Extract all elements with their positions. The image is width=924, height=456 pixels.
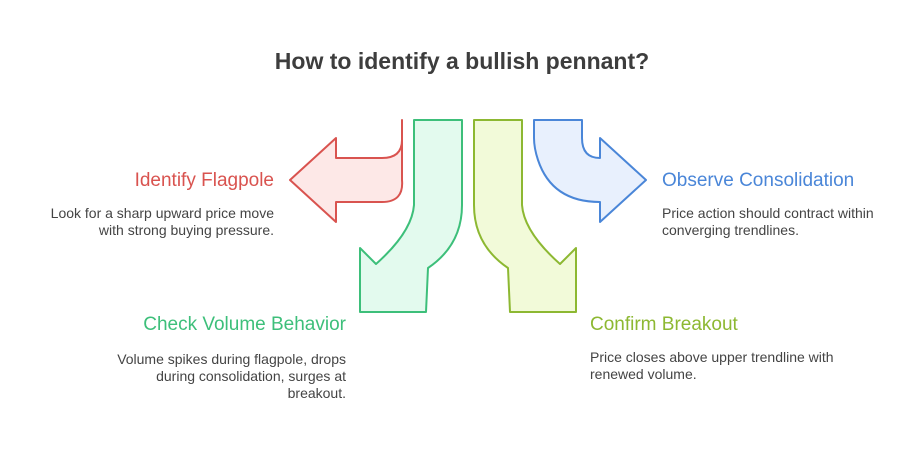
consolidation-arrow xyxy=(533,119,647,223)
step-title-observe-consolidation: Observe Consolidation xyxy=(662,170,855,191)
step-title-identify-flagpole: Identify Flagpole xyxy=(134,170,274,191)
flagpole-arrow xyxy=(289,119,404,223)
step-desc-check-volume: Volume spikes during flagpole, drops dur… xyxy=(117,351,346,401)
step-desc-identify-flagpole: Look for a sharp upward price move with … xyxy=(50,205,274,238)
step-title-check-volume: Check Volume Behavior xyxy=(143,314,346,335)
volume-arrow xyxy=(359,119,463,313)
step-desc-observe-consolidation: Price action should contract within conv… xyxy=(662,205,874,238)
step-desc-confirm-breakout: Price closes above upper trendline with … xyxy=(590,349,834,382)
breakout-arrow xyxy=(473,119,577,313)
diagram-title: How to identify a bullish pennant? xyxy=(274,48,650,74)
step-title-confirm-breakout: Confirm Breakout xyxy=(590,314,738,335)
